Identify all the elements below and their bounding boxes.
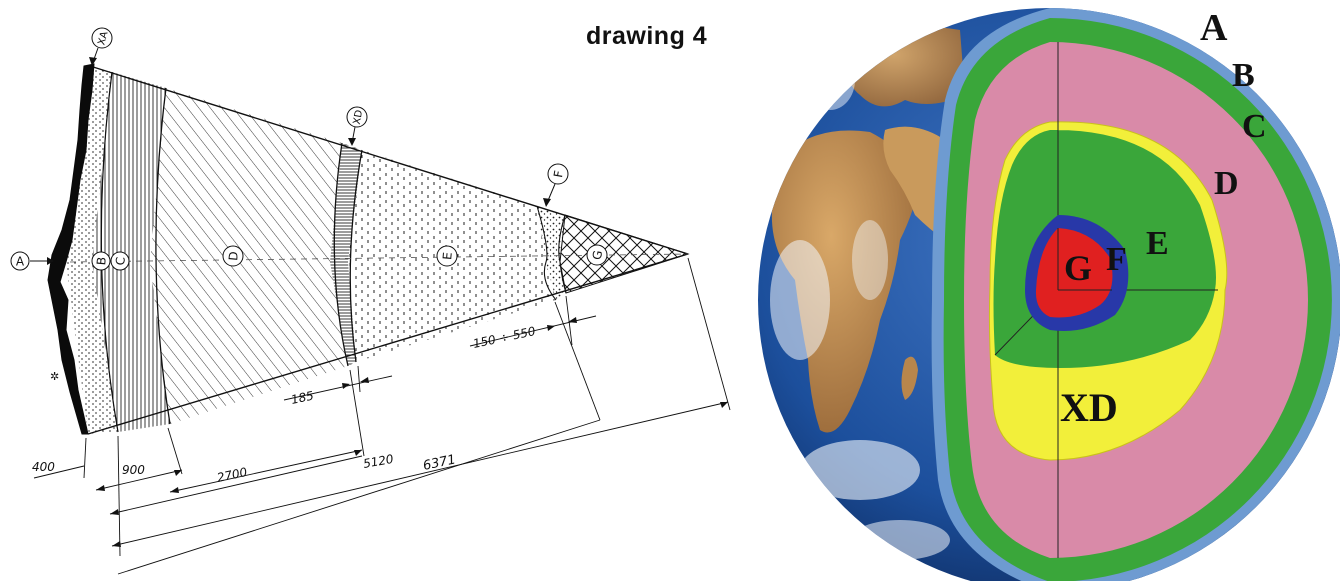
sector-top-edge: [89, 65, 689, 255]
label-e: E: [436, 245, 458, 267]
ext-line-355: [349, 369, 365, 457]
boundary-cd: [155, 87, 171, 425]
label-f: F: [543, 163, 569, 207]
ext-line-118: [117, 435, 121, 557]
layer-a-crust: [47, 63, 95, 435]
ext-line-366: [357, 365, 361, 393]
label-g: G: [586, 244, 608, 266]
globe-label-f: F: [1106, 241, 1127, 278]
svg-text:400: 400: [32, 460, 55, 474]
svg-text:150 ÷ 550: 150 ÷ 550: [472, 324, 537, 351]
ext-line-555: [554, 301, 601, 421]
svg-text:XD: XD: [352, 109, 365, 126]
boundary-xd-e: [349, 149, 363, 363]
svg-text:E: E: [440, 252, 455, 261]
layer-xd-band: [330, 143, 362, 366]
drawing-title: drawing 4: [586, 22, 708, 50]
label-d: D: [222, 245, 244, 267]
globe-label-e: E: [1146, 225, 1169, 262]
globe-label-g: G: [1064, 248, 1092, 288]
ext-line-688: [687, 257, 731, 411]
globe-diagram: A B C D E F G XD: [758, 7, 1340, 581]
label-a: A: [10, 251, 54, 271]
svg-text:A: A: [16, 255, 25, 269]
cloud-1: [770, 240, 830, 360]
svg-text:F: F: [551, 169, 566, 178]
svg-text:900: 900: [122, 463, 145, 477]
core-g-red: [1035, 228, 1113, 318]
layer-f-band: [537, 206, 566, 300]
label-xa: XA: [89, 27, 113, 66]
cloud-2: [800, 440, 920, 500]
dim-6371: 6371: [111, 401, 729, 547]
land-madagascar: [901, 356, 918, 400]
globe-label-b: B: [1232, 57, 1255, 94]
cloud-4: [850, 520, 950, 560]
cloud-5: [852, 220, 888, 300]
svg-text:185: 185: [290, 388, 315, 406]
globe-label-a: A: [1200, 7, 1228, 49]
label-c: C: [110, 251, 130, 271]
sector-diagram: A B C D XD E: [10, 27, 731, 575]
label-xd: XD: [346, 106, 368, 146]
svg-text:XA: XA: [96, 30, 110, 46]
sector-bottom-edge: [87, 253, 689, 435]
dim-5120: 5120: [109, 452, 395, 515]
svg-text:6371: 6371: [422, 452, 457, 474]
ext-line-88: [83, 437, 87, 479]
layer-d-band: [150, 88, 348, 424]
ext-line-176: [167, 427, 183, 475]
boundary-e-f: [536, 205, 557, 301]
globe-label-xd: XD: [1060, 385, 1118, 430]
dim-185: 185: [283, 375, 393, 407]
svg-text:5120: 5120: [362, 452, 395, 471]
svg-text:G: G: [590, 249, 605, 261]
boundary-f-g: [558, 214, 567, 294]
globe-label-d: D: [1214, 165, 1239, 202]
svg-text:D: D: [226, 251, 241, 261]
land-arabia: [883, 126, 945, 240]
crust-mark: ✲: [50, 370, 59, 383]
dim-extra-line: [117, 419, 601, 575]
globe-label-c: C: [1242, 108, 1267, 145]
svg-text:2700: 2700: [216, 465, 249, 485]
dim-900: 900: [95, 463, 183, 491]
cloud-3: [805, 50, 855, 110]
svg-text:B: B: [94, 256, 109, 265]
label-b: B: [91, 251, 111, 271]
dim-2700: 2700: [169, 449, 363, 493]
svg-text:C: C: [113, 256, 128, 266]
ext-line-568: [565, 295, 573, 346]
dim-150-550: 150 ÷ 550: [469, 315, 597, 351]
dim-400: 400: [32, 460, 85, 479]
layer-c-band: [92, 72, 170, 432]
sector-axis-dashed: [69, 253, 689, 263]
